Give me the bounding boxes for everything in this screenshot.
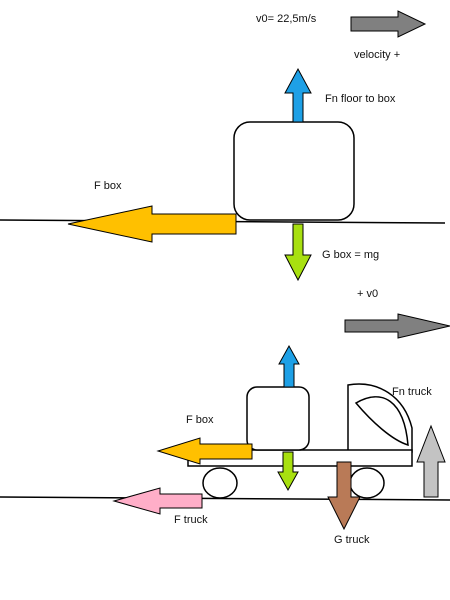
g-box-label: G box = mg bbox=[322, 249, 380, 261]
g-box-arrow bbox=[284, 223, 312, 282]
wheel-front bbox=[349, 467, 385, 499]
fn-floor-arrow bbox=[284, 67, 312, 123]
g-box-arrow-bottom bbox=[277, 451, 299, 492]
fn-floor-label: Fn floor to box bbox=[325, 93, 396, 105]
f-box-label-top: F box bbox=[94, 180, 122, 192]
v0-label-top: v0= 22,5m/s bbox=[256, 13, 317, 25]
f-box-arrow-top bbox=[67, 205, 237, 243]
f-box-arrow-bottom bbox=[156, 437, 253, 465]
f-box-label-bottom: F box bbox=[186, 414, 214, 426]
fn-truck-arrow bbox=[416, 424, 446, 498]
velocity-arrow-bottom bbox=[344, 313, 450, 339]
truck-windshield bbox=[354, 396, 409, 447]
velocity-plus-label: velocity + bbox=[354, 49, 401, 61]
ground-line-bottom bbox=[0, 496, 450, 501]
box-top bbox=[233, 121, 355, 221]
f-truck-arrow bbox=[112, 487, 203, 515]
box-on-truck bbox=[246, 386, 310, 451]
g-truck-label: G truck bbox=[334, 534, 370, 546]
fn-truck-label: Fn truck bbox=[392, 386, 432, 398]
plus-v0-label: + v0 bbox=[357, 288, 379, 300]
wheel-rear bbox=[202, 467, 238, 499]
f-truck-label: F truck bbox=[174, 514, 208, 526]
fn-box-arrow-bottom bbox=[278, 344, 300, 388]
velocity-arrow-top bbox=[350, 10, 427, 38]
g-truck-arrow bbox=[327, 461, 361, 531]
